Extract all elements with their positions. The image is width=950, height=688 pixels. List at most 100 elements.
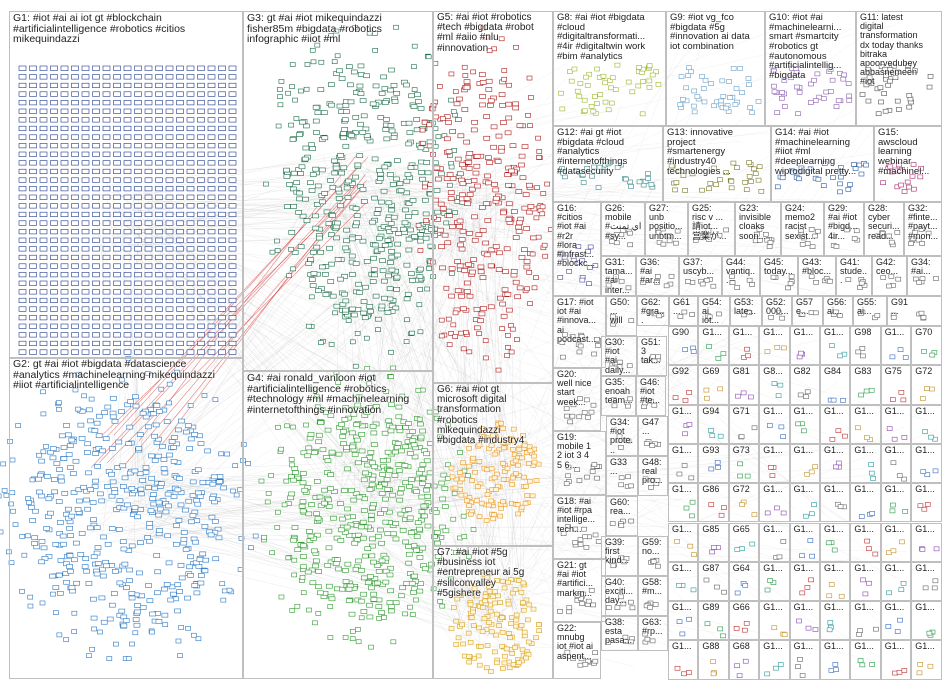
vertex-node bbox=[197, 143, 205, 149]
vertex-node bbox=[102, 289, 111, 295]
vertex-node bbox=[92, 134, 100, 140]
edge-line bbox=[93, 185, 339, 479]
vertex-node bbox=[228, 134, 237, 140]
vertex-node bbox=[165, 168, 174, 174]
vertex-node bbox=[18, 229, 27, 235]
group-label: G51: 3 tak... bbox=[641, 337, 661, 366]
vertex-node bbox=[18, 100, 27, 106]
group-panel-g45: G45: today... bbox=[760, 256, 798, 296]
group-label: G91 ... bbox=[891, 297, 909, 317]
edge-line bbox=[497, 436, 527, 648]
edge-line bbox=[102, 192, 462, 505]
vertex-node bbox=[207, 100, 216, 106]
vertex-node bbox=[81, 280, 90, 286]
vertex-node bbox=[29, 134, 37, 140]
small-group-label: G1... bbox=[915, 444, 935, 455]
group-label: G20: well nice start week... bbox=[557, 369, 592, 407]
group-panel-g60: G60: rea... bbox=[606, 496, 638, 536]
vertex-node bbox=[92, 168, 100, 174]
small-group-cell: G70 bbox=[911, 326, 942, 366]
vertex-node bbox=[123, 160, 132, 166]
edge-line bbox=[384, 438, 513, 528]
vertex-node bbox=[123, 117, 132, 123]
group-panel-g22: G22: mnubg iot #iot ai aspent... bbox=[553, 622, 601, 679]
vertex-node bbox=[207, 125, 216, 131]
vertex-node bbox=[134, 254, 142, 260]
edge-line bbox=[156, 191, 515, 488]
vertex-node bbox=[50, 246, 58, 252]
group-panel-g17: G17: #iot iot #ai #innova... ai podcast.… bbox=[553, 296, 606, 368]
small-group-cell: G1... bbox=[789, 561, 820, 602]
vertex-node bbox=[39, 297, 48, 304]
vertex-node bbox=[102, 168, 111, 174]
vertex-node bbox=[50, 143, 58, 149]
vertex-node bbox=[60, 151, 69, 157]
small-group-cell: G1... bbox=[668, 561, 699, 602]
edge-line bbox=[374, 491, 525, 512]
group-label: G42: ceo... bbox=[876, 257, 899, 277]
vertex-node bbox=[207, 203, 216, 209]
vertex-node bbox=[50, 186, 58, 192]
vertex-node bbox=[71, 91, 79, 97]
small-group-label: G87 bbox=[702, 562, 720, 573]
group-panel-g63: G63: #rp... bbox=[638, 616, 668, 651]
small-group-label: G1... bbox=[763, 641, 783, 652]
group-label: G29: #ai #iot #bigd... 4ir... bbox=[828, 203, 858, 241]
vertex-node bbox=[60, 177, 69, 183]
vertex-node bbox=[165, 263, 174, 269]
vertex-node bbox=[39, 237, 48, 243]
vertex-node bbox=[60, 160, 69, 166]
group-panel-g12: G12: #ai gt #iot #bigdata #cloud #analyt… bbox=[553, 126, 663, 202]
edge-line bbox=[145, 242, 843, 640]
vertex-node bbox=[176, 91, 184, 97]
edge-line bbox=[125, 225, 498, 444]
edge-line bbox=[144, 183, 490, 479]
group-label: G54: ai iot... bbox=[702, 297, 722, 326]
vertex-node bbox=[29, 203, 37, 209]
vertex-node bbox=[134, 237, 142, 243]
group-label: G24: memo2 racist sexist... bbox=[785, 203, 816, 241]
vertex-node bbox=[218, 100, 226, 106]
vertex-node bbox=[176, 246, 184, 252]
vertex-node bbox=[218, 272, 226, 278]
vertex-node bbox=[102, 65, 111, 71]
edge-line bbox=[98, 200, 117, 511]
vertex-node bbox=[176, 134, 184, 140]
vertex-node bbox=[218, 134, 226, 140]
small-group-label: G1... bbox=[915, 641, 935, 652]
vertex-node bbox=[165, 82, 174, 88]
vertex-node bbox=[176, 229, 184, 235]
edge-line bbox=[132, 226, 703, 301]
vertex-node bbox=[123, 272, 132, 278]
group-panel-g8: G8: #ai #iot #bigdata #cloud #digitaltra… bbox=[553, 11, 666, 126]
small-group-cell: G1... bbox=[759, 601, 790, 641]
group-label: G62: #gra... bbox=[641, 297, 665, 326]
group-panel-g20: G20: well nice start week... bbox=[553, 368, 601, 431]
vertex-node bbox=[218, 237, 226, 243]
group-panel-g46: G46: #iot #te... bbox=[636, 376, 666, 416]
vertex-node bbox=[197, 74, 205, 80]
vertex-node bbox=[144, 203, 153, 209]
vertex-node bbox=[92, 220, 100, 226]
vertex-node bbox=[60, 220, 69, 226]
vertex-node bbox=[197, 134, 205, 140]
vertex-node bbox=[81, 74, 90, 80]
vertex-node bbox=[134, 65, 142, 71]
vertex-node bbox=[81, 108, 90, 114]
small-group-cell: G1... bbox=[668, 443, 699, 484]
group-label: G55: ai... bbox=[857, 297, 877, 317]
small-group-label: G73 bbox=[732, 444, 750, 455]
small-group-cell: G1... bbox=[911, 443, 942, 484]
vertex-node bbox=[197, 246, 205, 252]
edge-line bbox=[150, 209, 503, 629]
edge-line bbox=[100, 190, 625, 237]
edge-line bbox=[147, 206, 729, 647]
small-group-label: G70 bbox=[915, 327, 933, 337]
vertex-node bbox=[71, 289, 79, 295]
small-group-cell: G1... bbox=[850, 601, 881, 641]
edge-line bbox=[478, 210, 504, 453]
edge-line bbox=[463, 478, 724, 599]
group-panel-g5: G5: #ai #iot #robotics #tech #bigdata #r… bbox=[433, 11, 553, 383]
vertex-node bbox=[18, 177, 27, 183]
edge-line bbox=[94, 212, 142, 501]
